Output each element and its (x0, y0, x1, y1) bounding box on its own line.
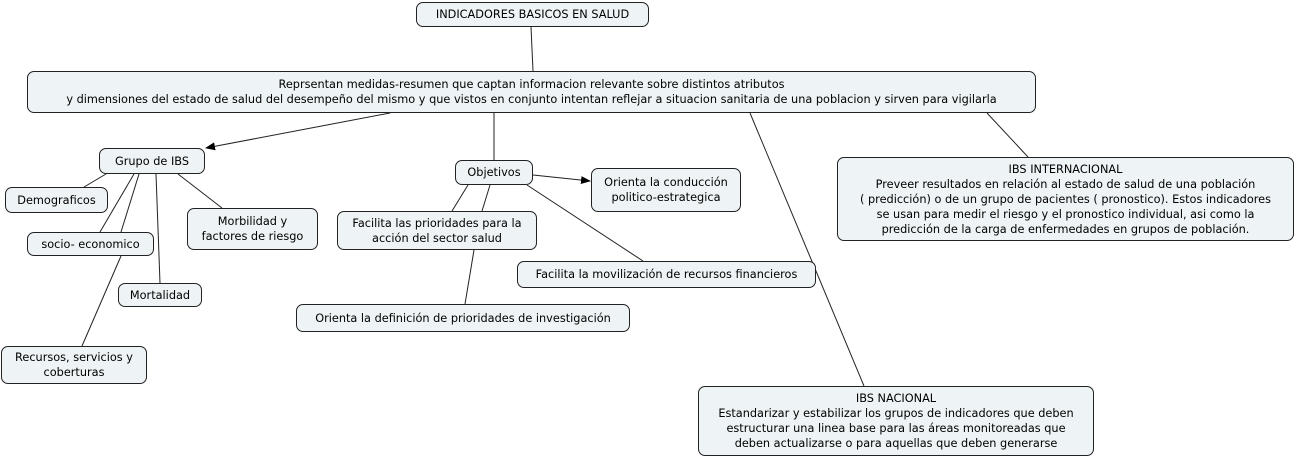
internacional-title: IBS INTERNACIONAL (1008, 162, 1123, 176)
orienta-conduccion-line-1: Orienta la conducción (604, 176, 728, 189)
orienta-conduccion-line-2: politico-estrategica (611, 191, 721, 204)
node-ibs-nacional[interactable]: IBS NACIONAL Estandarizar y estabilizar … (698, 386, 1094, 456)
link-objetivos-prioridades-2 (481, 184, 491, 212)
link-grupo-mortalidad (155, 173, 161, 284)
link-prioridades-investigacion (464, 249, 475, 305)
link-title-definition (530, 26, 534, 72)
node-morbilidad[interactable]: Morbilidad y factores de riesgo (187, 208, 318, 250)
morbilidad-line-1: Morbilidad y (217, 215, 288, 228)
node-grupo-ibs[interactable]: Grupo de IBS (99, 148, 205, 174)
demograficos-text: Demograficos (17, 193, 96, 207)
nacional-line-1: Estandarizar y estabilizar los grupos de… (718, 407, 1074, 420)
mortalidad-text: Mortalidad (129, 288, 191, 302)
facilita-prioridades-line-1: Facilita las prioridades para la (352, 216, 522, 230)
nacional-line-3: deben actualizarse o para aquellas que d… (734, 437, 1058, 450)
node-mortalidad[interactable]: Mortalidad (118, 283, 202, 307)
node-orienta-definicion[interactable]: Orienta la definición de prioridades de … (296, 304, 630, 332)
node-demograficos[interactable]: Demograficos (5, 187, 108, 213)
definition-line-2: y dimensiones del estado de salud del de… (66, 93, 997, 106)
nacional-title: IBS NACIONAL (855, 392, 937, 405)
orienta-definicion-text: Orienta la definición de prioridades de … (315, 311, 611, 325)
link-definition-nacional (749, 112, 865, 387)
recursos-line-1: Recursos, servicios y (15, 351, 133, 364)
nacional-line-2: estructurar una linea base para las área… (726, 422, 1066, 435)
node-facilita-movilizacion[interactable]: Facilita la movilización de recursos fin… (517, 261, 816, 288)
arrow-definition-grupo (205, 112, 391, 151)
facilita-prioridades-line-2: acción del sector salud (372, 231, 502, 245)
recursos-line-2: coberturas (43, 366, 105, 379)
node-socio-economico[interactable]: socio- economico (27, 232, 154, 256)
facilita-movilizacion-text: Facilita la movilización de recursos fin… (535, 268, 798, 281)
node-title[interactable]: INDICADORES BASICOS EN SALUD (416, 2, 649, 27)
title-text: INDICADORES BASICOS EN SALUD (435, 8, 630, 21)
link-grupo-morbilidad (177, 173, 223, 209)
morbilidad-line-2: factores de riesgo (201, 230, 304, 243)
socio-text: socio- economico (41, 237, 140, 251)
internacional-line-3: se usan para medir el riesgo y el pronos… (876, 207, 1255, 221)
objetivos-text: Objetivos (467, 166, 521, 179)
link-objetivos-movilizacion (526, 184, 644, 262)
arrow-objetivos-orienta (532, 174, 591, 185)
node-definition[interactable]: Reprsentan medidas-resumen que captan in… (27, 71, 1036, 113)
node-objetivos[interactable]: Objetivos (455, 160, 533, 185)
internacional-line-4: predicción de la carga de enfermedades e… (881, 222, 1250, 236)
node-facilita-prioridades[interactable]: Facilita las prioridades para la acción … (337, 211, 537, 250)
node-orienta-conduccion[interactable]: Orienta la conducción politico-estrategi… (591, 168, 741, 212)
link-grupo-socio (99, 173, 135, 233)
link-grupo-demograficos (83, 173, 107, 188)
node-ibs-internacional[interactable]: IBS INTERNACIONAL Preveer resultados en … (837, 157, 1294, 241)
link-objetivos-prioridades (451, 184, 469, 212)
node-recursos[interactable]: Recursos, servicios y coberturas (1, 346, 147, 384)
grupo-text: Grupo de IBS (115, 154, 189, 168)
link-grupo-recursos (81, 255, 122, 347)
link-definition-internacional (986, 112, 1029, 158)
internacional-line-2: ( predicción) o de un grupo de pacientes… (860, 192, 1271, 206)
internacional-line-1: Preveer resultados en relación al estado… (875, 177, 1256, 191)
link-grupo-socio-2 (120, 173, 140, 233)
definition-line-1: Reprsentan medidas-resumen que captan in… (278, 78, 785, 91)
